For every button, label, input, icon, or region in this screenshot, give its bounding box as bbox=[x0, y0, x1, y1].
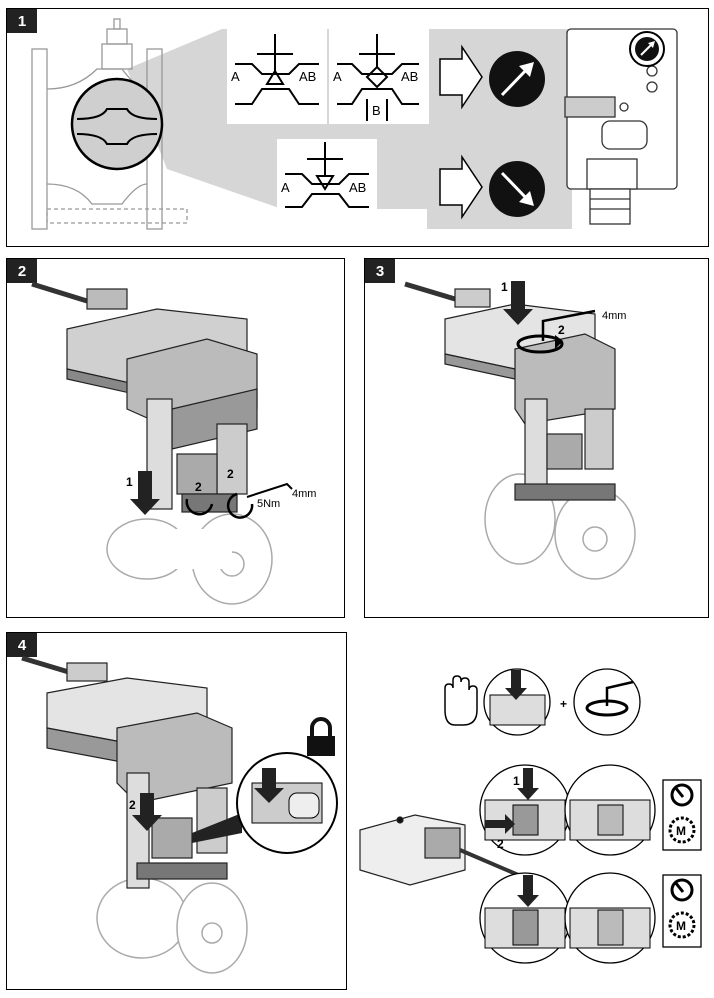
step-1-badge: 1 bbox=[7, 9, 37, 33]
motor-gear-icon bbox=[668, 911, 696, 939]
padlock-icon bbox=[307, 717, 335, 756]
step-4-diagram: 2 bbox=[21, 655, 338, 974]
mode-m-bottom: M bbox=[676, 919, 686, 933]
port-a-label-mix: A bbox=[333, 69, 342, 84]
hand-icon bbox=[444, 675, 478, 726]
step-3-panel: 3 1 2 4mm bbox=[364, 258, 709, 618]
manual-mode-area: + 1 2 bbox=[355, 640, 710, 990]
port-ab-label-mix: AB bbox=[401, 69, 418, 84]
step-3-diagram: 1 2 4mm bbox=[404, 280, 636, 580]
step-3-callout-1: 1 bbox=[501, 280, 508, 294]
step-2-callout-1: 1 bbox=[126, 475, 133, 489]
step-3-callout-2: 2 bbox=[558, 323, 565, 337]
step-2-callout-2: 2 bbox=[195, 480, 202, 494]
port-a-label: A bbox=[231, 69, 240, 84]
step-2-torque-label: 5Nm bbox=[257, 498, 280, 510]
step-2-badge: 2 bbox=[7, 259, 37, 283]
plus-sign: + bbox=[560, 697, 567, 711]
step-4-panel: 4 2 bbox=[6, 632, 347, 990]
port-ab-label: AB bbox=[299, 69, 316, 84]
step-1-panel: 1 A AB bbox=[6, 8, 709, 247]
step-1-diagram: A AB A AB B A AB bbox=[31, 18, 678, 230]
step-4-badge: 4 bbox=[7, 633, 37, 657]
step-2-panel: 2 1 2 2 5Nm bbox=[6, 258, 345, 618]
port-a-label-down: A bbox=[281, 180, 290, 195]
mode-m-top: M bbox=[676, 824, 686, 838]
step-2-diagram: 1 2 2 5Nm 4mm bbox=[31, 281, 316, 605]
step-2-wrench-label: 4mm bbox=[292, 488, 316, 500]
manual-knob-icon bbox=[670, 878, 694, 902]
step-2-callout-2b: 2 bbox=[227, 467, 234, 481]
manual-knob-icon bbox=[670, 783, 694, 807]
step-3-wrench-label: 4mm bbox=[602, 310, 626, 322]
step-3-badge: 3 bbox=[365, 259, 395, 283]
step-4-callout-2: 2 bbox=[129, 798, 136, 812]
motor-gear-icon bbox=[668, 816, 696, 844]
port-ab-label-down: AB bbox=[349, 180, 366, 195]
manual-mode-diagram: + 1 2 bbox=[359, 668, 702, 964]
port-b-label: B bbox=[372, 103, 381, 118]
manual-callout-1: 1 bbox=[513, 774, 520, 788]
manual-callout-2: 2 bbox=[497, 837, 504, 851]
